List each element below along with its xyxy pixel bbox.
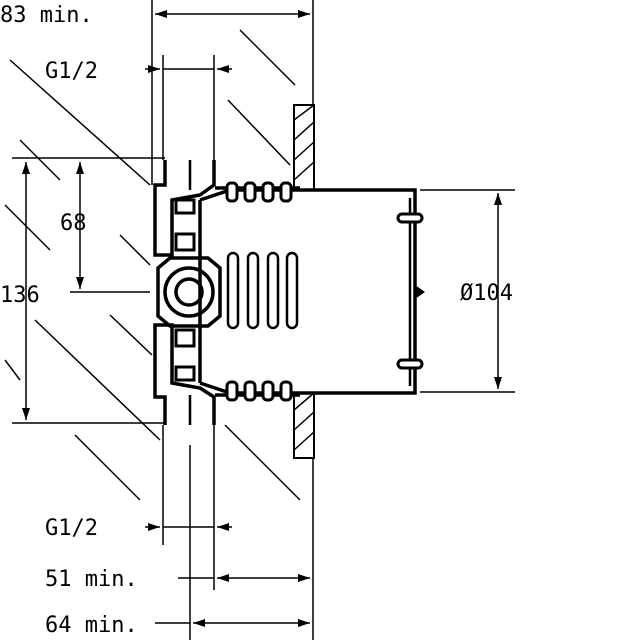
label-depth-min-1: 51 min. (45, 567, 138, 592)
center-connector (156, 256, 222, 328)
dimension-labels: 83 min. G1/2 68 136 Ø104 G1/2 51 min. 64… (0, 3, 513, 638)
label-top-thread: G1/2 (45, 59, 98, 84)
label-height-total: 136 (0, 283, 40, 308)
label-top-width: 83 min. (0, 3, 93, 28)
label-bottom-thread: G1/2 (45, 516, 98, 541)
valve-body (198, 188, 425, 395)
thread-band-top (215, 181, 300, 203)
pipe-fitting-top (153, 160, 216, 257)
label-diameter: Ø104 (460, 281, 513, 306)
dimension-lines (22, 10, 502, 627)
pipe-fitting-bottom (153, 323, 216, 425)
wall-section-bottom (293, 392, 315, 459)
thread-band-bottom (215, 380, 300, 402)
wall-section-top (293, 104, 315, 191)
label-height-partial: 68 (60, 211, 87, 236)
label-depth-min-2: 64 min. (45, 613, 138, 638)
extension-lines (12, 0, 515, 640)
background-hatch (4, 29, 301, 501)
